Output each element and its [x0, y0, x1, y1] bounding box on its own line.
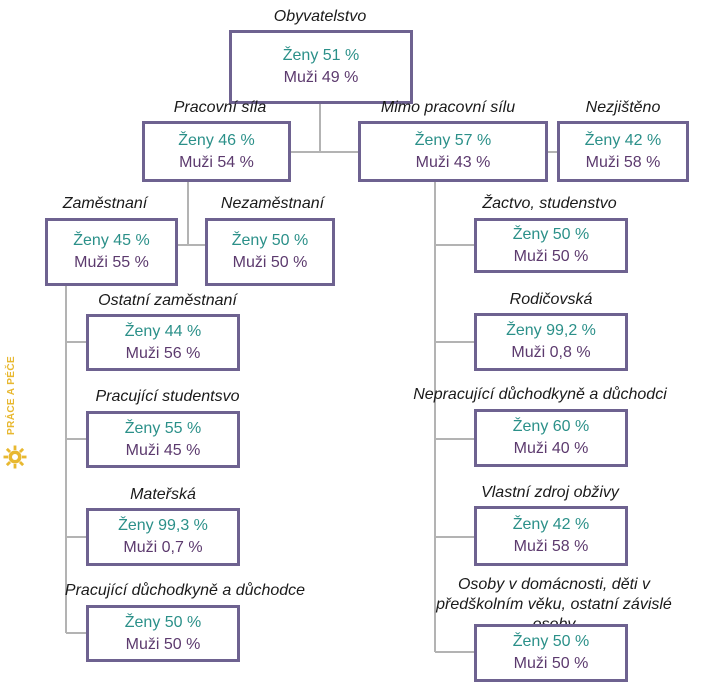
women-share: Ženy 45 % — [73, 232, 150, 249]
women-share: Ženy 42 % — [512, 516, 590, 533]
men-share: Muži 45 % — [125, 441, 201, 459]
node-label-zactvo: Žactvo, studenstvo — [482, 195, 617, 212]
men-share: Muži 0,8 % — [511, 344, 591, 361]
node-box-rodicovska: Ženy 99,2 % Muži 0,8 % — [474, 313, 628, 371]
node-label-osoby-v-domacnosti: Osoby v domácnosti, děti v předškolním v… — [436, 576, 672, 633]
women-share: Ženy 50 % — [512, 633, 590, 650]
women-share: Ženy 46 % — [178, 131, 255, 149]
node-label-nepracujici-duchodci: Nepracující důchodkyně a důchodci — [413, 386, 667, 403]
node-box-zamestnani: Ženy 45 % Muži 55 % — [45, 218, 178, 286]
node-box-pracovni-sila: Ženy 46 % Muži 54 % — [142, 121, 291, 182]
node-box-vlastni-zdroj: Ženy 42 % Muži 58 % — [474, 506, 628, 566]
women-share: Ženy 50 % — [231, 232, 309, 249]
node-label-pracovni-sila: Pracovní síla — [173, 99, 267, 116]
node-label-obyvatelstvo: Obyvatelstvo — [273, 8, 367, 25]
brand-sidebar: PRÁCE A PÉČE — [0, 330, 40, 480]
men-share: Muži 50 % — [125, 635, 201, 653]
node-box-pracujici-duchodci: Ženy 50 % Muži 50 % — [86, 605, 240, 662]
node-box-obyvatelstvo: Ženy 51 % Muži 49 % — [229, 30, 413, 104]
men-share: Muži 54 % — [179, 153, 254, 171]
node-box-osoby-v-domacnosti: Ženy 50 % Muži 50 % — [474, 624, 628, 682]
men-share: Muži 49 % — [283, 69, 359, 86]
men-share: Muži 50 % — [513, 247, 589, 265]
node-box-ostatni-zamestnani: Ženy 44 % Muži 56 % — [86, 314, 240, 371]
women-share: Ženy 99,3 % — [118, 517, 208, 534]
men-share: Muži 43 % — [415, 153, 491, 171]
node-box-nezamestnani: Ženy 50 % Muži 50 % — [205, 218, 335, 286]
men-share: Muži 58 % — [513, 538, 589, 555]
node-box-materska: Ženy 99,3 % Muži 0,7 % — [86, 508, 240, 566]
node-box-pracujici-studentsvo: Ženy 55 % Muži 45 % — [86, 411, 240, 468]
women-share: Ženy 50 % — [512, 225, 590, 243]
women-share: Ženy 99,2 % — [506, 322, 596, 339]
node-box-nepracujici-duchodci: Ženy 60 % Muži 40 % — [474, 409, 628, 467]
women-share: Ženy 44 % — [124, 322, 202, 340]
men-share: Muži 50 % — [232, 254, 308, 271]
node-label-pracujici-studentsvo: Pracující studentsvo — [95, 388, 240, 405]
node-box-zactvo: Ženy 50 % Muži 50 % — [474, 218, 628, 273]
women-share: Ženy 57 % — [414, 131, 492, 149]
men-share: Muži 50 % — [513, 655, 589, 672]
men-share: Muži 58 % — [585, 153, 661, 171]
women-share: Ženy 42 % — [584, 131, 662, 149]
node-label-ostatni-zamestnani: Ostatní zaměstnaní — [98, 292, 237, 309]
men-share: Muži 0,7 % — [123, 539, 203, 556]
women-share: Ženy 55 % — [124, 419, 202, 437]
men-share: Muži 56 % — [125, 344, 201, 362]
women-share: Ženy 60 % — [512, 418, 590, 435]
men-share: Muži 55 % — [74, 254, 149, 271]
men-share: Muži 40 % — [513, 440, 589, 457]
women-share: Ženy 50 % — [124, 613, 202, 631]
node-label-pracujici-duchodci: Pracující důchodkyně a důchodce — [64, 582, 306, 599]
node-label-mimo-pracovni-silu: Mimo pracovní sílu — [380, 99, 516, 116]
node-label-rodicovska: Rodičovská — [509, 291, 593, 308]
women-share: Ženy 51 % — [282, 47, 360, 64]
sun-icon — [3, 445, 27, 469]
node-label-zamestnani: Zaměstnaní — [62, 195, 148, 212]
node-box-nezjisteno: Ženy 42 % Muži 58 % — [557, 121, 689, 182]
node-label-nezamestnani: Nezaměstnaní — [220, 195, 325, 212]
node-label-materska: Mateřská — [130, 486, 196, 503]
node-label-nezjisteno: Nezjištěno — [585, 99, 661, 116]
node-label-vlastni-zdroj: Vlastní zdroj obživy — [481, 484, 619, 501]
node-box-mimo-pracovni-silu: Ženy 57 % Muži 43 % — [358, 121, 548, 182]
